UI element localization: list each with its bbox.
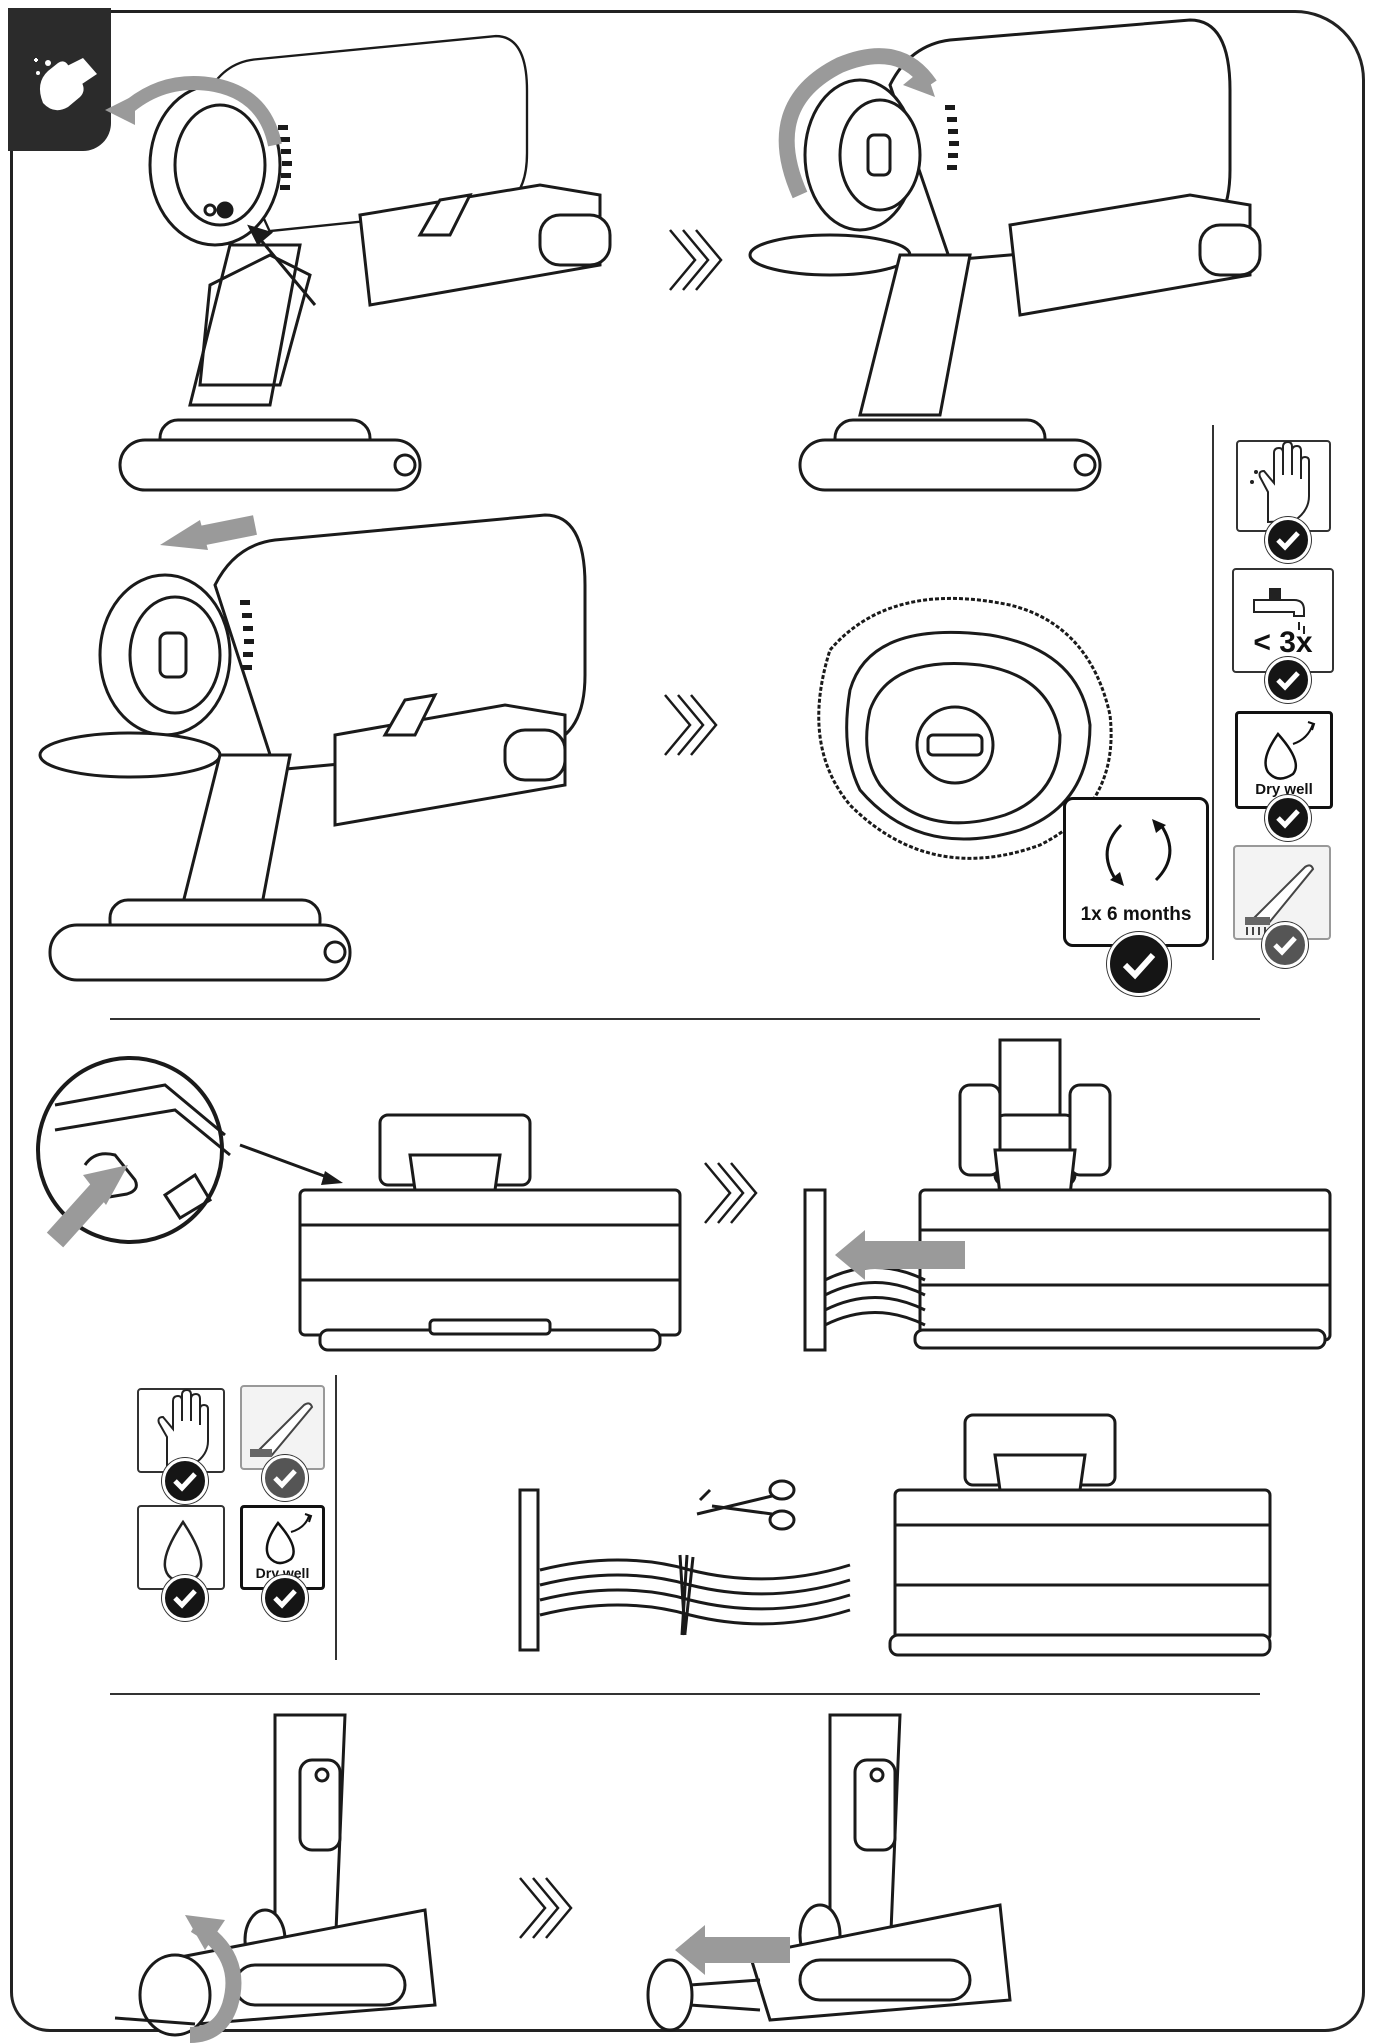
vacuum-handheld-step3 [38, 513, 587, 982]
rinse-tile: < 3x [1232, 568, 1334, 673]
interval-label: 1x 6 months [1080, 904, 1192, 925]
section-divider-2 [110, 1693, 1260, 1695]
brush-roll-cutting [518, 1488, 851, 1652]
brush-icon [250, 1402, 314, 1457]
filter-cap-detail [817, 596, 1113, 860]
floor-brush-head-step3 [888, 1413, 1272, 1657]
section-divider-1 [110, 1018, 1260, 1020]
interval-check-icon [1107, 932, 1171, 996]
cleaning-badge [8, 8, 111, 151]
triple-chevron-right-icon [519, 1877, 573, 1939]
floor-brush-head-step1 [298, 1113, 682, 1352]
rinse-limit-label: < 3x [1253, 626, 1313, 659]
cleaning-hand-icon [34, 58, 97, 111]
vacuum-handheld-step1 [105, 34, 612, 492]
dry-well-check-icon-2 [262, 1575, 308, 1621]
pointer-arrow [239, 1143, 343, 1185]
hand-wash-check-icon-2 [162, 1458, 208, 1504]
hand-wash-check-icon [1265, 517, 1311, 563]
brush-check-icon-2 [262, 1455, 308, 1501]
hand-wash-icon [157, 1388, 209, 1467]
interval-badge: 1x 6 months [1063, 797, 1209, 947]
brush-tile [1233, 845, 1331, 940]
rotate-arrows-icon [1105, 819, 1172, 886]
dry-well-icon [265, 1513, 313, 1565]
dry-well-label: Dry well [1255, 781, 1313, 798]
brush-icon [1245, 864, 1315, 935]
triple-chevron-right-icon [664, 694, 718, 756]
triple-chevron-right-icon [669, 229, 723, 291]
triple-chevron-right-icon [704, 1162, 758, 1224]
floor-brush-head-step2 [803, 1038, 1332, 1352]
water-tap-icon [1253, 588, 1305, 634]
hand-wash-tile [1236, 440, 1331, 532]
mini-turbo-brush-step2 [646, 1713, 1012, 2032]
mini-turbo-brush-step1 [114, 1713, 437, 2043]
water-drop-check-icon [162, 1575, 208, 1621]
brush-icon-separator [335, 1375, 337, 1660]
dry-well-icon [1264, 721, 1316, 780]
hand-wash-icon [1250, 440, 1310, 524]
dry-well-check-icon [1265, 795, 1311, 841]
brush-check-icon [1262, 922, 1308, 968]
vacuum-handheld-step2 [748, 18, 1262, 492]
scissors-icon [696, 1479, 796, 1531]
end-cap-detail-zoom [36, 1056, 231, 1248]
hand-wash-tile-2 [137, 1388, 225, 1473]
icon-column-separator [1212, 425, 1214, 960]
rinse-check-icon [1265, 657, 1311, 703]
page-frame [10, 10, 1365, 2032]
brush-tile-2 [240, 1385, 325, 1470]
